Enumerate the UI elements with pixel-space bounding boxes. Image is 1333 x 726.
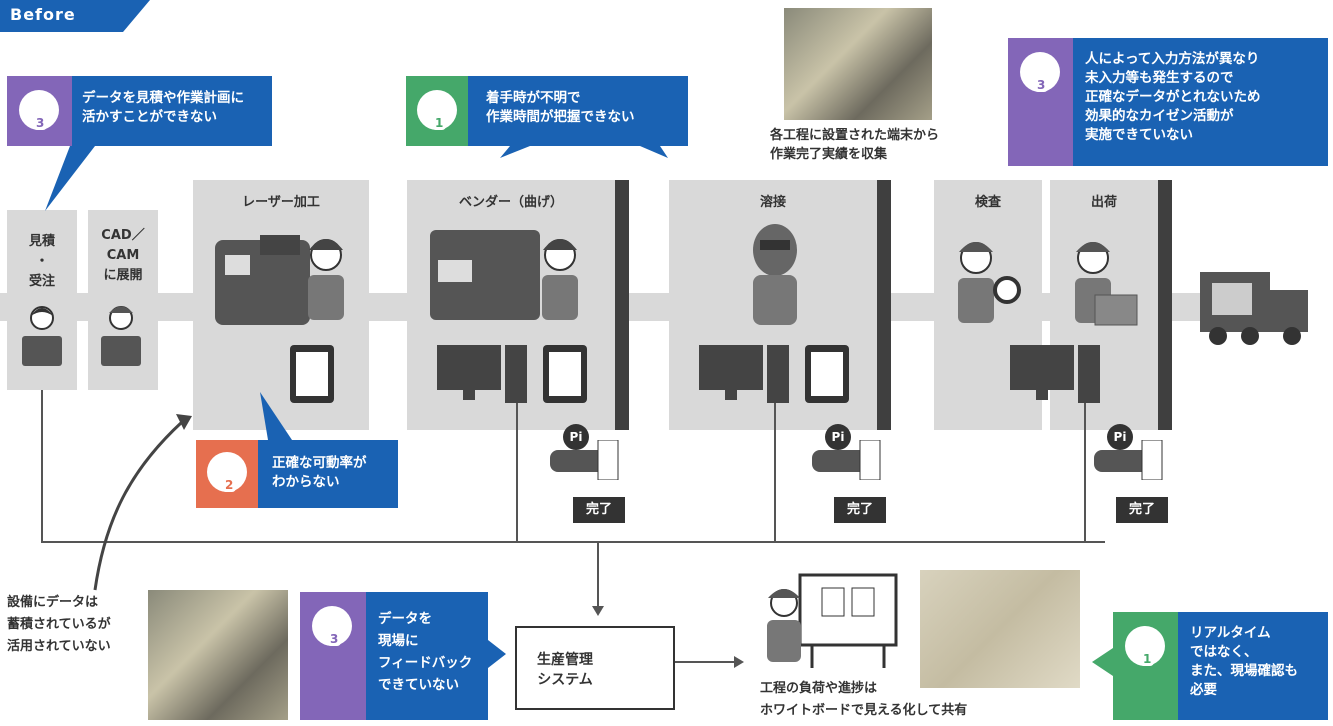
label-mitsumori: 見積 ・ 受注: [28, 234, 55, 289]
bender-clipboard-icon: [543, 345, 587, 403]
callout-1-num: 3: [33, 116, 48, 130]
truck-icon: [1200, 272, 1308, 345]
laser-machine-icon: [215, 235, 310, 325]
callout-6-badge: 1: [1113, 612, 1178, 720]
whiteboard-icon: [767, 573, 898, 668]
label-cad: CAD／ CAM に展開: [101, 228, 145, 283]
production-system-box: [515, 626, 675, 710]
station-shipping-divider: [1158, 180, 1172, 430]
label-shipping: 出荷: [1090, 195, 1117, 210]
callout-2-badge: 1: [406, 76, 468, 146]
production-system-label: 生産管理 システム: [537, 652, 593, 688]
before-tag: Before: [0, 0, 150, 32]
label-laser: レーザー加工: [242, 195, 320, 210]
shipping-scanner-icon: [1094, 440, 1163, 480]
label-inspection: 検査: [974, 195, 1001, 210]
callout-4: 正確な可動率が わからない: [258, 440, 398, 508]
callout-3: 人によって入力方法が異なり 未入力等も発生するので 正確なデータがとれないため …: [1073, 38, 1328, 166]
callout-1-text: データを見積や作業計画に 活かすことができない: [82, 90, 244, 125]
bender-scanner-icon: [550, 440, 619, 480]
equipment-photo: [148, 590, 288, 720]
welding-done-label: 完了: [834, 497, 886, 523]
station-welding-divider: [877, 180, 891, 430]
collection-line: [41, 390, 1105, 543]
callout-5-num: 3: [327, 632, 342, 646]
callout-5-text: データを 現場に フィードバック できていない: [378, 611, 473, 693]
callout-4-num: 2: [222, 478, 237, 492]
callout-4-pointer: [260, 392, 292, 440]
callout-2: 着手時が不明で 作業時間が把握できない: [468, 76, 688, 146]
callout-5: データを 現場に フィードバック できていない: [366, 592, 488, 720]
callout-4-text: 正確な可動率が わからない: [272, 455, 367, 490]
feedback-curve: [93, 420, 184, 591]
callout-5-pointer: [488, 640, 506, 668]
callout-1-pointer: [45, 146, 95, 211]
station-bender-divider: [615, 180, 629, 430]
feedback-arrowhead: [176, 414, 192, 430]
cad-operator-icon: [101, 306, 141, 366]
terminal-caption: 各工程に設置された端末から 作業完了実績を収集: [770, 128, 940, 162]
callout-6-pointer: [1092, 648, 1113, 676]
callout-6-text: リアルタイム ではなく、 また、現場確認も 必要: [1190, 625, 1298, 698]
bender-machine-icon: [430, 230, 540, 320]
equipment-caption: 設備にデータは 蓄積されているが 活用されていない: [7, 595, 111, 654]
callout-2-text: 着手時が不明で 作業時間が把握できない: [486, 90, 635, 125]
to-system-arrowhead: [592, 606, 604, 616]
label-welding: 溶接: [759, 195, 786, 210]
whiteboard-caption: 工程の負荷や進捗は ホワイトボードで見える化して共有: [760, 681, 968, 718]
shipping-pi-badge: Pi: [1107, 424, 1133, 450]
bender-worker-icon: [542, 239, 578, 320]
whiteboard-photo: [920, 570, 1080, 688]
bender-pi-badge: Pi: [563, 424, 589, 450]
welding-pc-icon: [699, 345, 789, 403]
welding-clipboard-icon: [805, 345, 849, 403]
shipping-done-label: 完了: [1116, 497, 1168, 523]
callout-3-text: 人によって入力方法が異なり 未入力等も発生するので 正確なデータがとれないため …: [1085, 51, 1261, 143]
terminal-photo: [784, 8, 932, 120]
callout-5-badge: 3: [300, 592, 366, 720]
bender-pc-icon: [437, 345, 527, 403]
callout-4-badge: 2: [196, 440, 258, 508]
label-bender: ベンダー（曲げ）: [458, 195, 563, 210]
callout-3-num: 3: [1034, 78, 1049, 92]
laser-worker-icon: [308, 239, 344, 320]
laser-clipboard-icon: [290, 345, 334, 403]
callout-6-num: 1: [1140, 652, 1155, 666]
welder-icon: [753, 224, 797, 325]
bender-done-label: 完了: [573, 497, 625, 523]
shipper-icon: [1075, 242, 1138, 326]
callout-2-num: 1: [432, 116, 447, 130]
reception-staff-icon: [22, 306, 62, 366]
welding-scanner-icon: [812, 440, 881, 480]
callout-1-badge: 3: [7, 76, 72, 146]
callout-1: データを見積や作業計画に 活かすことができない: [72, 76, 272, 146]
shipping-pc-icon: [1010, 345, 1100, 403]
inspector-icon: [958, 242, 1021, 323]
callout-6: リアルタイム ではなく、 また、現場確認も 必要: [1178, 612, 1328, 720]
callout-2-pointer: [500, 146, 668, 158]
to-whiteboard-arrowhead: [734, 656, 744, 668]
welding-pi-badge: Pi: [825, 424, 851, 450]
callout-3-badge: 3: [1008, 38, 1073, 166]
